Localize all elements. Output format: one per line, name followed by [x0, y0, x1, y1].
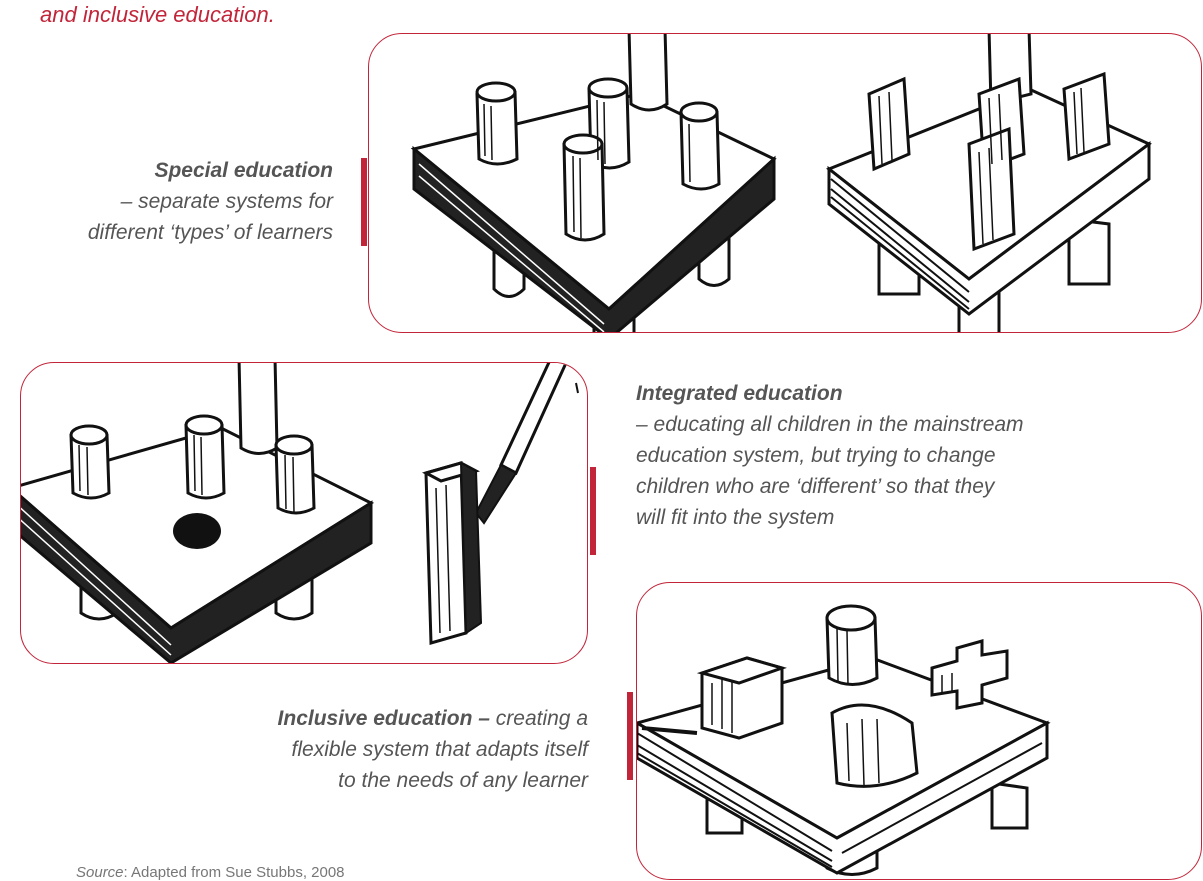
mixed-shape-pegs-board-illustration — [637, 604, 1051, 876]
integrated-education-line1: – educating all children in the mainstre… — [636, 413, 1024, 436]
special-education-panel — [368, 33, 1202, 333]
special-education-desc-line1: – separate systems for — [120, 190, 333, 213]
integrated-education-line3: children who are ‘different’ so that the… — [636, 475, 995, 498]
round-pegs-board-illustration — [410, 34, 777, 332]
source-note: Source: Adapted from Sue Stubbs, 2008 — [76, 864, 345, 881]
integrated-accent-bar — [590, 467, 596, 555]
source-text: : Adapted from Sue Stubbs, 2008 — [123, 864, 345, 881]
integrated-education-panel — [20, 362, 588, 664]
square-pegs-board-illustration — [826, 34, 1152, 332]
inclusive-accent-bar — [627, 692, 633, 780]
inclusive-education-line3: to the needs of any learner — [338, 769, 588, 792]
inclusive-education-panel — [636, 582, 1202, 880]
special-accent-bar — [361, 158, 367, 246]
inclusive-education-title: Inclusive education – — [277, 707, 490, 730]
integrated-education-title: Integrated education — [636, 382, 843, 405]
integrated-education-caption: Integrated education – educating all chi… — [636, 378, 1176, 533]
inclusive-education-line1: creating a — [489, 707, 588, 730]
source-label: Source — [76, 864, 124, 881]
chisel-and-square-peg-illustration — [422, 363, 579, 645]
inclusive-education-line2: flexible system that adapts itself — [291, 738, 588, 761]
integrated-education-line4: will fit into the system — [636, 506, 835, 529]
special-education-desc-line2: different ‘types’ of learners — [87, 221, 333, 244]
special-education-caption: Special education – separate systems for… — [20, 155, 333, 248]
pegs-board-with-hole-illustration — [21, 363, 375, 663]
inclusive-education-caption: Inclusive education – creating a flexibl… — [150, 703, 588, 796]
special-education-title: Special education — [154, 159, 333, 182]
intro-text-tail: and inclusive education. — [40, 2, 275, 27]
integrated-education-line2: education system, but trying to change — [636, 444, 996, 467]
